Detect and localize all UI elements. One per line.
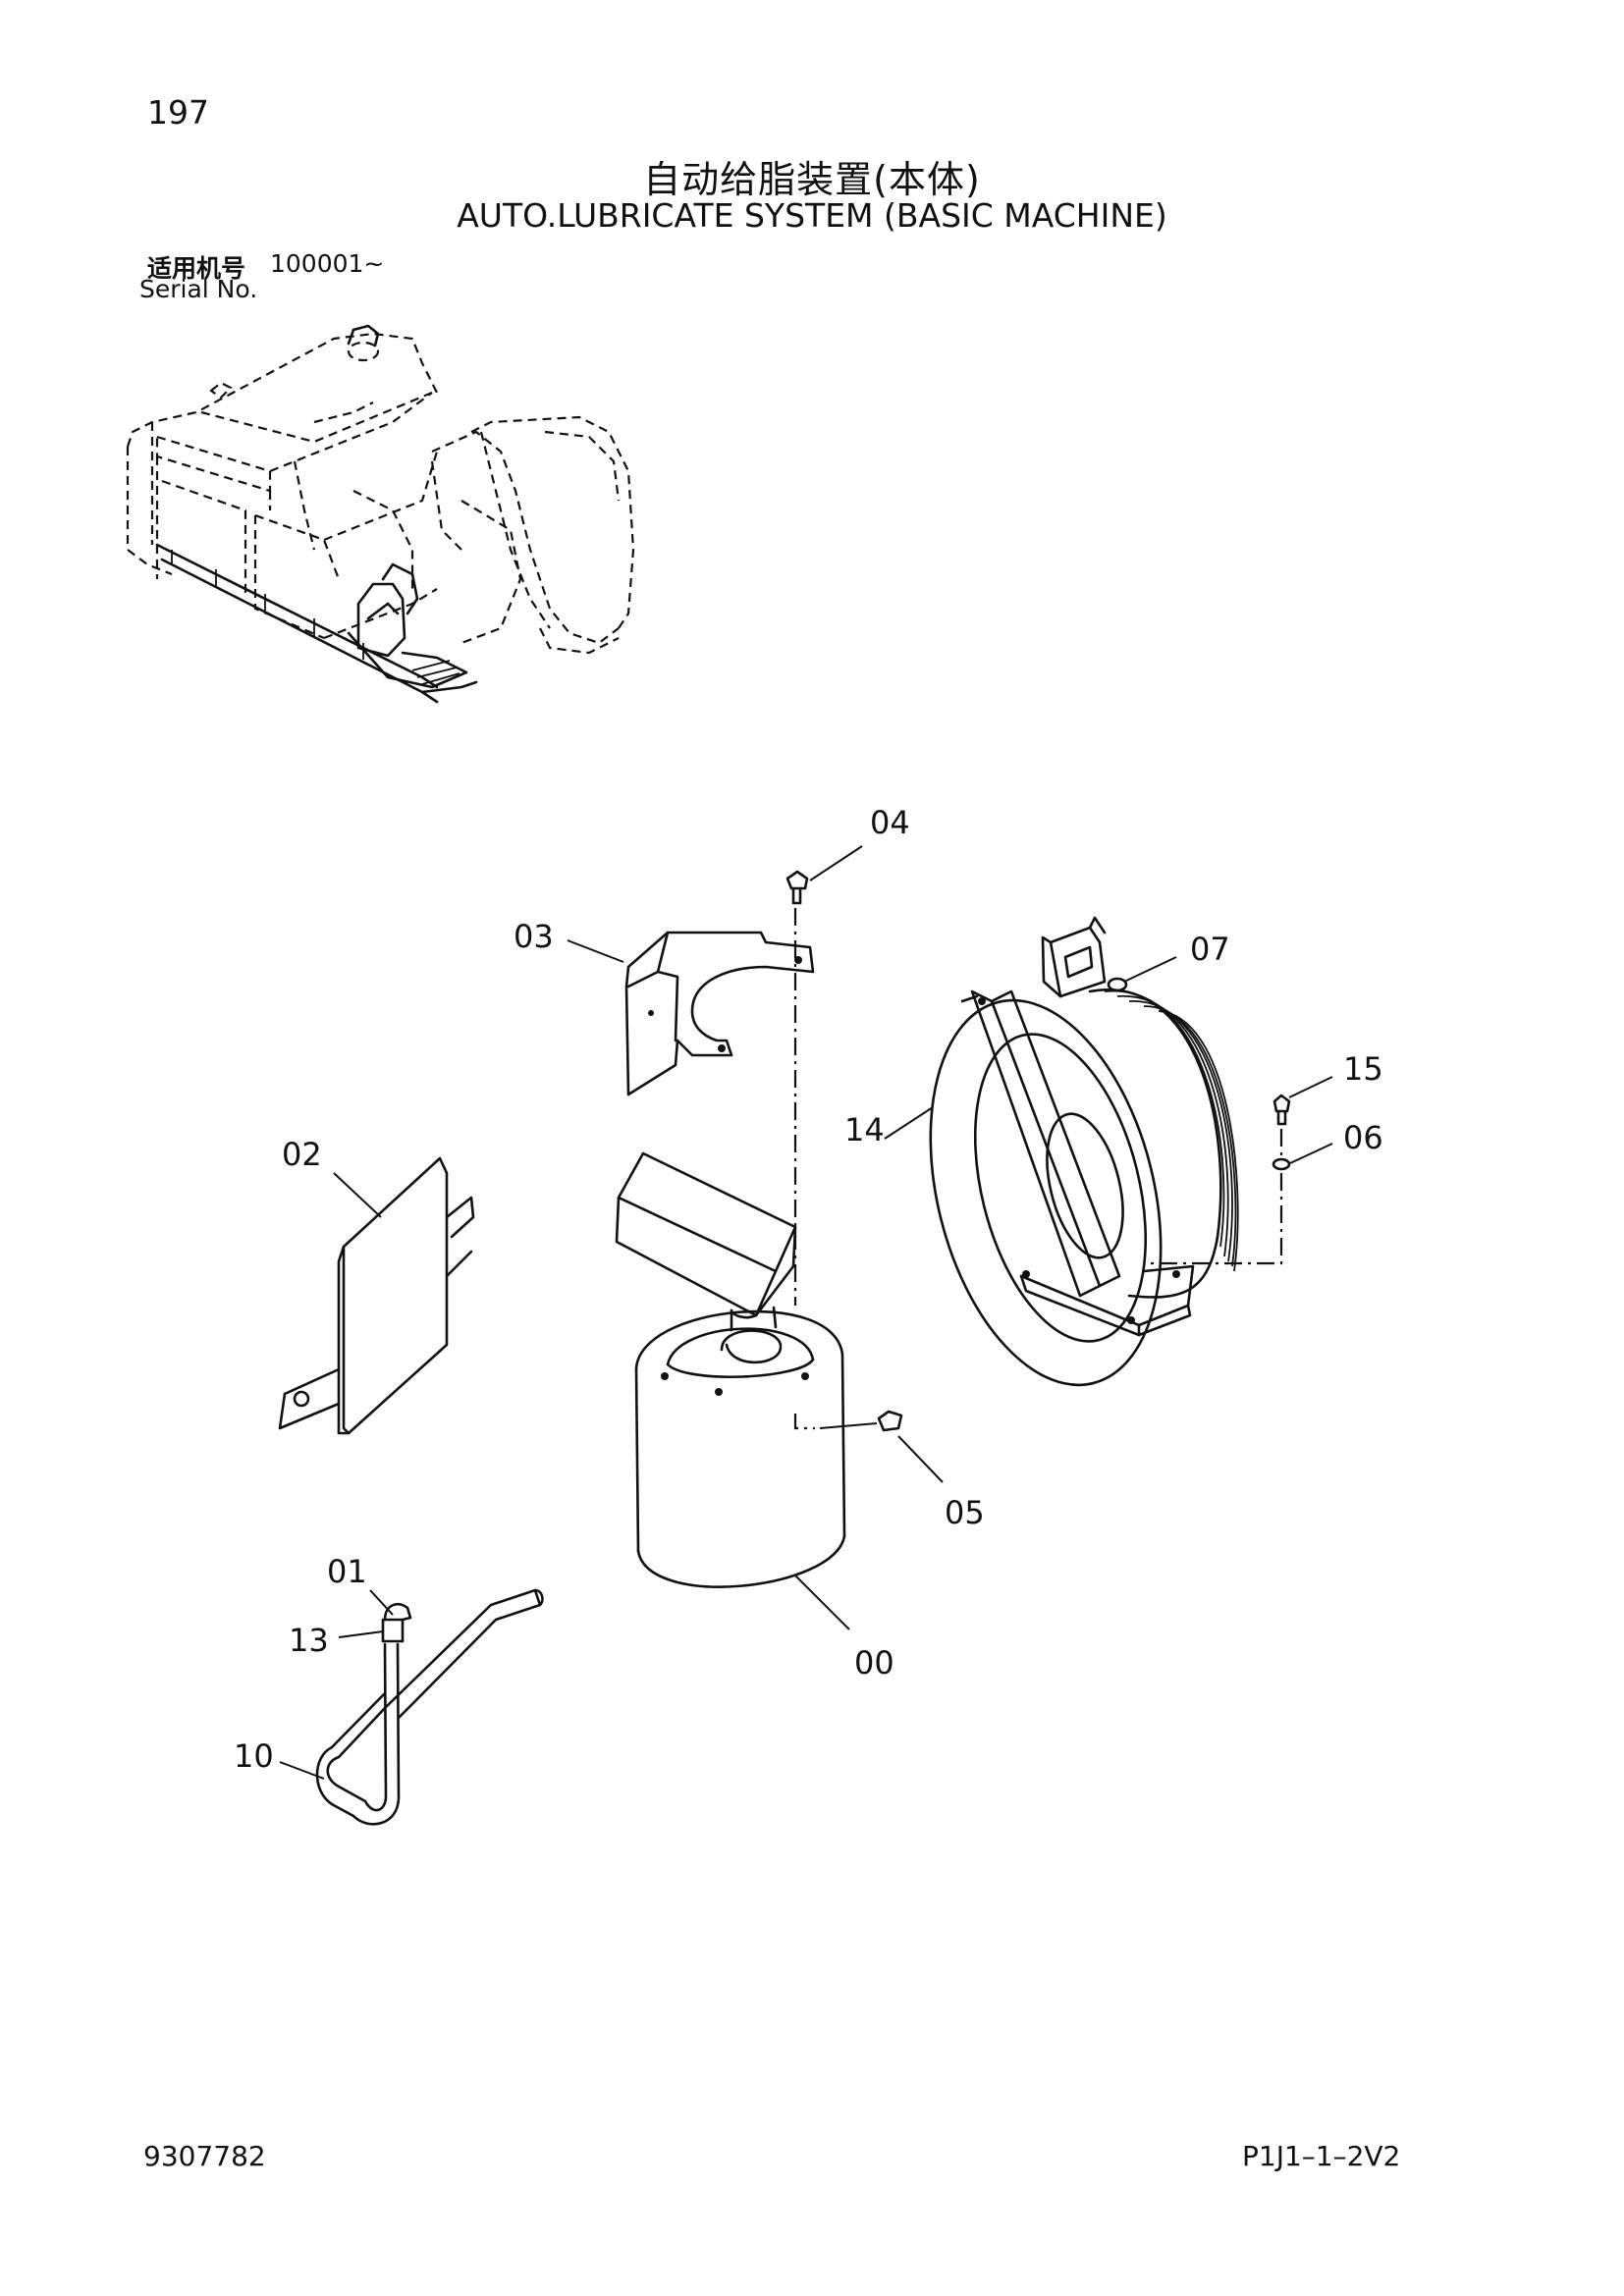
part-01-elbow	[383, 1603, 412, 1622]
part-13-fitting	[381, 1618, 405, 1643]
part-06-washer	[1272, 1157, 1291, 1171]
part-14-hose-reel	[929, 916, 1239, 1387]
callout-leaders	[279, 845, 1333, 1780]
callout-10: 10	[234, 1737, 274, 1775]
part-02-plate	[278, 1156, 475, 1435]
serial-label-chinese: 适用机号	[147, 254, 246, 283]
callout-14: 14	[844, 1111, 885, 1148]
part-00-grease-pump	[615, 1151, 846, 1588]
callout-01: 01	[327, 1553, 367, 1590]
title-chinese: 自动给脂装置(本体)	[643, 158, 981, 201]
callout-15: 15	[1343, 1050, 1383, 1088]
reel-bolt-centerline	[1144, 1129, 1283, 1265]
part-05-nut	[877, 1410, 903, 1432]
machine-overview-illustration	[126, 324, 635, 704]
part-15-bolt	[1272, 1094, 1291, 1126]
callout-05: 05	[945, 1494, 985, 1531]
part-04-bolt	[785, 870, 809, 905]
callout-13: 13	[289, 1622, 329, 1659]
callout-03: 03	[514, 918, 554, 955]
document-number: 9307782	[143, 2140, 266, 2172]
page-number: 197	[147, 93, 209, 132]
title-english: AUTO.LUBRICATE SYSTEM (BASIC MACHINE)	[457, 196, 1167, 235]
callout-02: 02	[282, 1136, 322, 1173]
nut-centerline	[793, 1414, 815, 1430]
part-10-pipe	[315, 1588, 544, 1826]
callout-04: 04	[870, 804, 910, 841]
callout-07: 07	[1190, 931, 1230, 968]
callout-00: 00	[854, 1644, 894, 1682]
serial-label-english: Serial No.	[139, 275, 258, 303]
page-code: P1J1–1–2V2	[1242, 2140, 1401, 2172]
serial-value: 100001~	[270, 249, 385, 278]
part-03-bracket	[624, 931, 815, 1096]
callout-06: 06	[1343, 1119, 1383, 1156]
